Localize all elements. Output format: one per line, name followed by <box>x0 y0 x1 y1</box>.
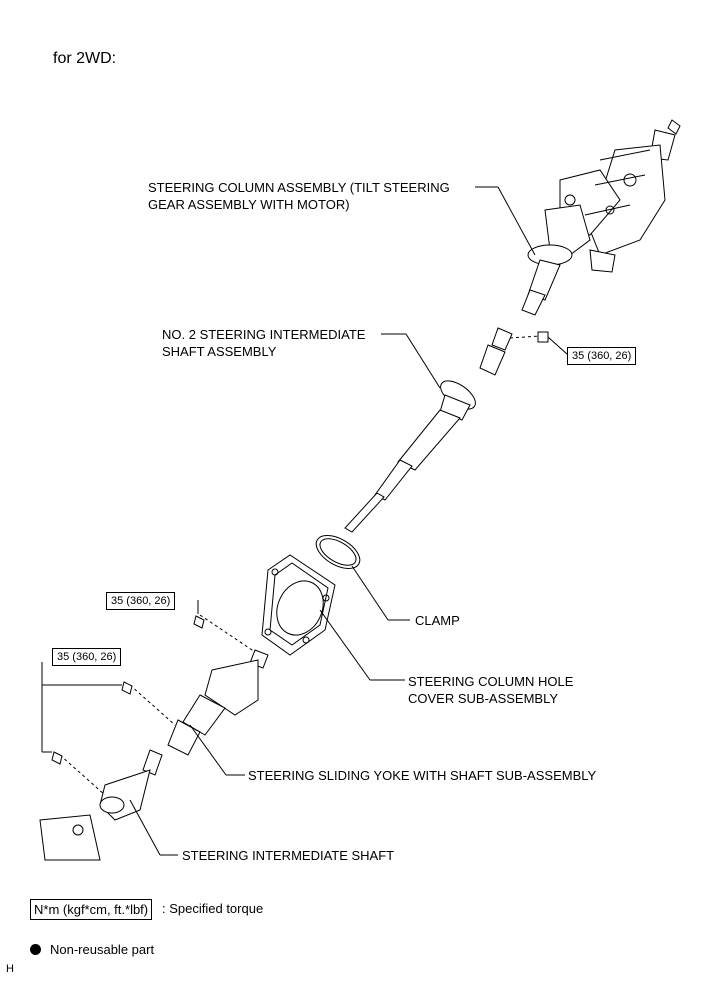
label-steering-column-2: GEAR ASSEMBLY WITH MOTOR) <box>148 197 350 212</box>
sliding-yoke <box>167 649 269 756</box>
steering-column-assembly <box>521 119 681 316</box>
torque-box-upper: 35 (360, 26) <box>567 347 637 365</box>
label-intermediate-shaft: STEERING INTERMEDIATE SHAFT <box>182 848 395 863</box>
legend-torque-unit: N*m (kgf*cm, ft.*lbf) <box>30 899 153 920</box>
label-intermediate-shaft-no2-2: SHAFT ASSEMBLY <box>162 344 277 359</box>
label-steering-column: STEERING COLUMN ASSEMBLY (TILT STEERING <box>148 180 450 195</box>
label-hole-cover-2: COVER SUB-ASSEMBLY <box>408 691 559 706</box>
legend-torque-desc: : Specified torque <box>162 901 264 916</box>
label-intermediate-shaft-no2: NO. 2 STEERING INTERMEDIATE <box>162 327 366 342</box>
torque-box-middle: 35 (360, 26) <box>106 592 176 610</box>
page-title: for 2WD: <box>53 50 117 67</box>
label-sliding-yoke: STEERING SLIDING YOKE WITH SHAFT SUB-ASS… <box>248 768 597 783</box>
intermediate-shaft <box>39 749 163 861</box>
non-reusable-dot-icon <box>30 944 41 955</box>
legend-non-reusable: Non-reusable part <box>50 942 155 957</box>
label-clamp: CLAMP <box>415 613 460 628</box>
torque-box-lower: 35 (360, 26) <box>52 648 122 666</box>
label-hole-cover: STEERING COLUMN HOLE <box>408 674 574 689</box>
intermediate-shaft-no2 <box>344 327 513 533</box>
corner-mark: H <box>6 963 14 975</box>
clamp <box>315 535 361 569</box>
hole-cover <box>261 554 336 656</box>
